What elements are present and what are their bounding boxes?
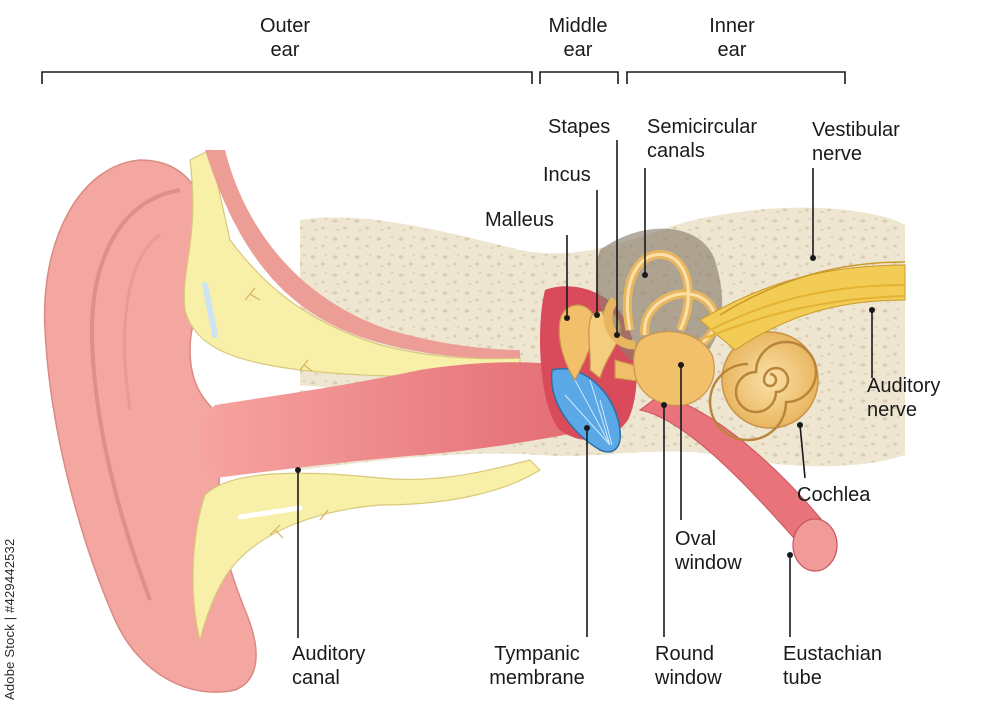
- label-auditory-nerve: Auditory nerve: [867, 375, 941, 421]
- vestibule-shape: [633, 331, 715, 407]
- cochlea-shape: [708, 331, 819, 442]
- leader-dots: [295, 255, 875, 558]
- stock-watermark: Adobe Stock | #429442532: [2, 538, 17, 700]
- section-label-inner-ear: Inner ear: [709, 15, 755, 61]
- label-round-window: Round window: [655, 643, 722, 689]
- cartilage-streak: [229, 380, 333, 393]
- pinna-fold-inner: [123, 233, 161, 411]
- label-tympanic-membrane: Tympanic membrane: [489, 643, 585, 689]
- label-stapes: Stapes: [548, 116, 611, 138]
- cartilage-veins: [244, 287, 329, 539]
- temporal-muscle: [205, 150, 520, 359]
- label-oval-window: Oval window: [675, 528, 742, 574]
- lower-cartilage: [192, 459, 541, 641]
- label-eustachian-tube: Eustachian tube: [783, 643, 882, 689]
- membrane-lines: [564, 379, 613, 446]
- label-semicircular-canals: Semicircular canals: [647, 116, 758, 162]
- leader-lines: [41, 71, 873, 638]
- label-malleus: Malleus: [485, 209, 554, 231]
- eustachian-tube-opening: [792, 518, 838, 572]
- label-cochlea: Cochlea: [797, 484, 871, 506]
- pinna-fold: [89, 188, 181, 601]
- label-auditory-canal: Auditory canal: [292, 643, 366, 689]
- nerve-bundle: [699, 261, 906, 351]
- section-label-outer-ear: Outer ear: [259, 15, 311, 61]
- section-label-middle-ear: Middle ear: [548, 15, 608, 61]
- label-incus: Incus: [543, 164, 591, 186]
- cartilage-streak: [202, 282, 218, 338]
- label-vestibular-nerve: Vestibular nerve: [812, 119, 900, 165]
- tympanic-membrane-shape: [550, 367, 621, 453]
- auditory-canal: [200, 362, 590, 478]
- cartilage-streak: [237, 505, 303, 520]
